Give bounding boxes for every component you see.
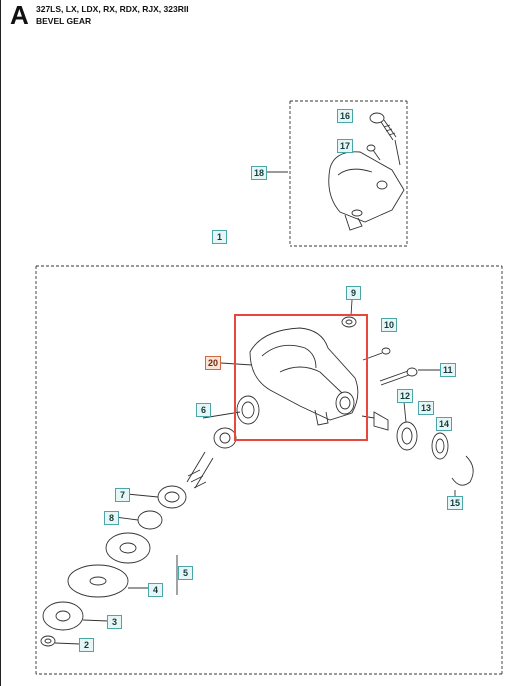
callout-4[interactable]: 4 xyxy=(148,583,163,597)
callout-1[interactable]: 1 xyxy=(212,230,227,244)
screw-16-part xyxy=(369,112,397,141)
nut-2-part xyxy=(40,635,81,647)
callout-9[interactable]: 9 xyxy=(346,286,361,300)
bearing-6-part xyxy=(202,395,260,425)
callout-13[interactable]: 13 xyxy=(418,401,435,415)
gear-assembly-boundary xyxy=(35,265,503,675)
callout-17[interactable]: 17 xyxy=(337,139,354,153)
callout-12[interactable]: 12 xyxy=(397,389,414,403)
nut-9-part xyxy=(341,299,357,328)
pinion-gear-part xyxy=(213,427,237,449)
guard-bracket-part xyxy=(328,139,405,231)
blade-4-part xyxy=(67,564,150,598)
circlip-15-part xyxy=(451,455,474,498)
washer-3-part xyxy=(42,601,109,631)
callout-2[interactable]: 2 xyxy=(79,638,94,652)
callout-15[interactable]: 15 xyxy=(447,496,464,510)
washer-7-part xyxy=(126,485,187,509)
callout-5[interactable]: 5 xyxy=(178,566,193,580)
gear-13-part xyxy=(361,411,389,431)
washer-14-part xyxy=(431,432,449,460)
support-cup-part xyxy=(105,532,151,564)
callout-16[interactable]: 16 xyxy=(337,109,354,123)
o-ring-8-part xyxy=(114,510,163,530)
spline-shaft-part xyxy=(186,451,214,489)
page-left-border xyxy=(0,0,1,686)
section-letter: A xyxy=(10,0,29,30)
guard-assembly-boundary xyxy=(289,100,408,247)
callout-6[interactable]: 6 xyxy=(196,403,211,417)
section-title: BEVEL GEAR xyxy=(36,16,92,26)
callout-10[interactable]: 10 xyxy=(381,318,398,332)
callout-14[interactable]: 14 xyxy=(436,417,453,431)
model-list: 327LS, LX, LDX, RX, RDX, RJX, 323RII xyxy=(36,4,189,14)
leader-20 xyxy=(220,362,253,366)
callout-8[interactable]: 8 xyxy=(104,511,119,525)
bearing-12-part xyxy=(396,401,418,451)
callout-20[interactable]: 20 xyxy=(205,356,222,370)
highlighted-part-box xyxy=(234,314,368,441)
screw-17-part xyxy=(366,144,381,161)
callout-7[interactable]: 7 xyxy=(115,488,130,502)
screw-11-part xyxy=(379,367,440,386)
gear-housing-part xyxy=(249,327,359,426)
callout-11[interactable]: 11 xyxy=(440,363,456,377)
callout-3[interactable]: 3 xyxy=(107,615,122,629)
callout-18[interactable]: 18 xyxy=(251,166,268,180)
